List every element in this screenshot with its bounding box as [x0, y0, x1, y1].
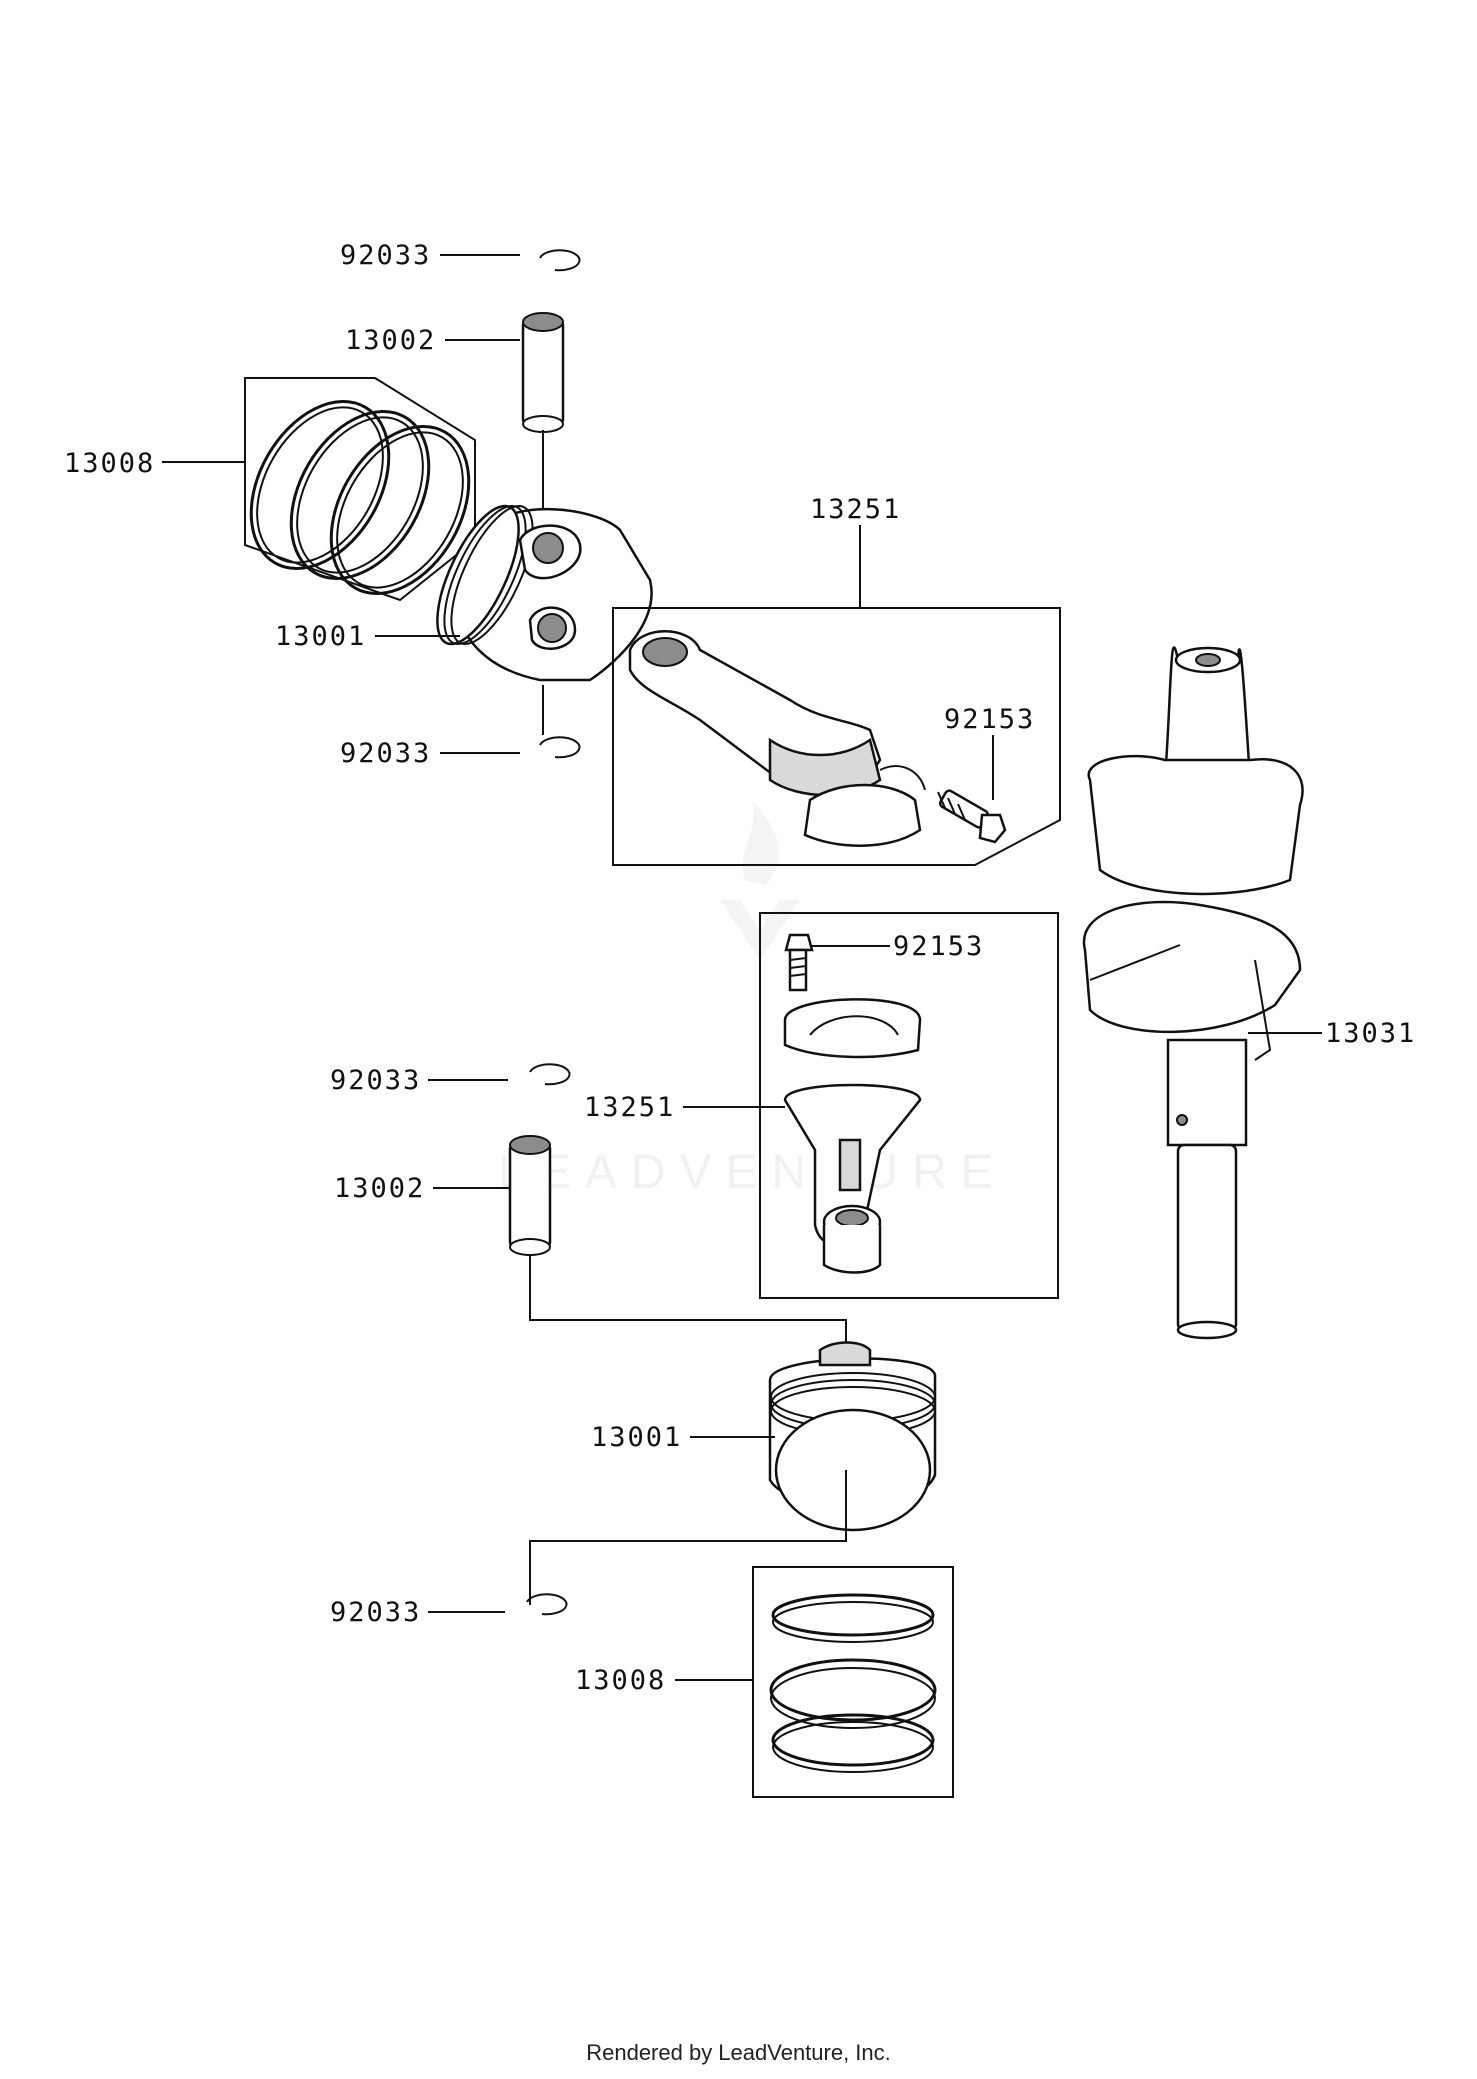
assembly-line-ring	[529, 1470, 847, 1605]
assembly-line-pin	[529, 1255, 847, 1355]
watermark-text: LEADVENTURE	[498, 1146, 1007, 1199]
callout-13031[interactable]: 13031	[1325, 1018, 1416, 1049]
callout-13001-lower[interactable]: 13001	[591, 1422, 682, 1453]
rod-bolt-mid[interactable]	[784, 933, 814, 992]
snap-ring-top-2[interactable]	[539, 736, 581, 759]
callout-92153-top[interactable]: 92153	[944, 704, 1035, 735]
callout-92033-top-2[interactable]: 92033	[340, 738, 431, 769]
piston-pin-lower[interactable]	[508, 1135, 552, 1256]
callout-13002-lower[interactable]: 13002	[334, 1173, 425, 1204]
piston-pin-top[interactable]	[521, 312, 565, 433]
footer-credit: Rendered by LeadVenture, Inc.	[586, 2040, 891, 2065]
callout-92153-mid[interactable]: 92153	[893, 931, 984, 962]
callout-92033-top[interactable]: 92033	[340, 240, 431, 271]
connecting-rod-assy-top[interactable]	[612, 607, 1061, 866]
piston-top[interactable]	[421, 495, 653, 682]
piston-ring-set-lower[interactable]	[752, 1566, 954, 1798]
callout-92033-lower-2[interactable]: 92033	[330, 1597, 421, 1628]
connecting-rod-assy-mid[interactable]	[759, 912, 1059, 1299]
snap-ring-top-1[interactable]	[539, 249, 581, 272]
snap-ring-lower-2[interactable]	[526, 1593, 568, 1616]
snap-ring-lower-1[interactable]	[529, 1063, 571, 1086]
callout-13251-top[interactable]: 13251	[810, 494, 901, 525]
piston-ring-set-top[interactable]	[223, 377, 497, 618]
callout-13251-mid[interactable]: 13251	[584, 1092, 675, 1123]
watermark: LEADVENTURE	[498, 800, 1007, 1199]
crankshaft[interactable]	[1082, 646, 1304, 1340]
callout-13008-lower[interactable]: 13008	[575, 1665, 666, 1696]
piston-lower[interactable]	[768, 1341, 937, 1532]
callout-13008-top[interactable]: 13008	[64, 448, 155, 479]
callout-13001-top[interactable]: 13001	[275, 621, 366, 652]
callout-92033-lower-1[interactable]: 92033	[330, 1065, 421, 1096]
callout-13002-top[interactable]: 13002	[345, 325, 436, 356]
rod-bolt-top[interactable]	[937, 789, 1007, 844]
